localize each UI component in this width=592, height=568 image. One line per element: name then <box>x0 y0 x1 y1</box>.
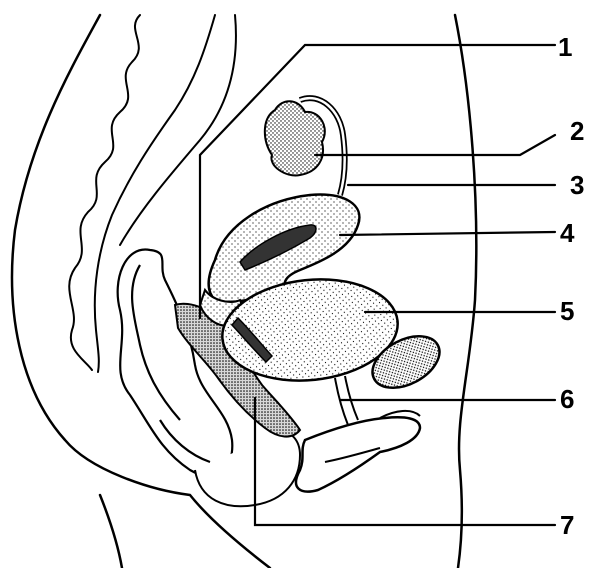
thigh-outline <box>100 495 122 568</box>
ovary <box>265 101 325 175</box>
label-2: 2 <box>570 118 584 144</box>
label-4: 4 <box>560 220 574 246</box>
label-7: 7 <box>560 512 574 538</box>
leader-line-2 <box>315 135 555 155</box>
urethra-2 <box>345 376 358 420</box>
label-3: 3 <box>570 172 584 198</box>
label-1: 1 <box>558 34 572 60</box>
label-5: 5 <box>560 298 574 324</box>
spinal-wall <box>120 15 236 245</box>
leader-line-4 <box>340 232 555 235</box>
abdomen-outline <box>455 15 476 568</box>
label-6: 6 <box>560 386 574 412</box>
